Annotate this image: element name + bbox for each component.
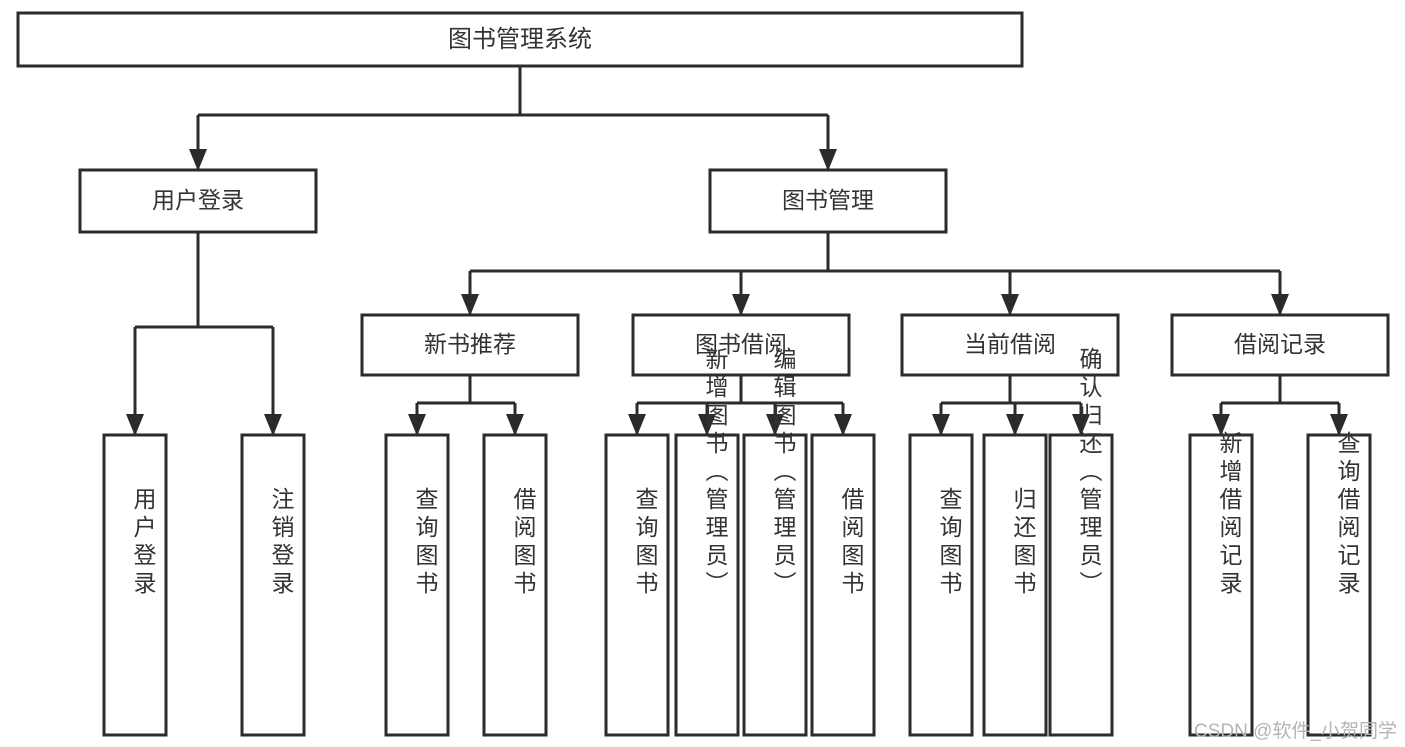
node-book-manage[interactable]: 图书管理 [708,168,948,234]
connector-group-user-login [126,232,282,436]
arrow-head-icon [819,149,837,171]
node-leaf-query-book-cur[interactable]: 查询图书 [908,433,974,737]
arrow-head-icon [628,414,646,436]
arrow-head-icon [264,414,282,436]
arrow-head-icon [408,414,426,436]
node-box [78,168,318,234]
arrow-head-icon [1001,294,1019,316]
node-box [1188,433,1254,737]
node-label: 注销登录 [268,487,295,599]
arrow-head-icon [1330,414,1348,436]
arrow-head-icon [766,414,784,436]
node-box [674,433,740,737]
node-label: 当前借阅 [964,331,1056,357]
arrow-head-icon [834,414,852,436]
node-label: 图书管理系统 [448,26,592,53]
node-leaf-borrow-book-rec[interactable]: 借阅图书 [482,433,548,737]
node-label: 新增图书（管理员） [702,347,729,599]
node-leaf-edit-book[interactable]: 编辑图书（管理员） [742,347,808,737]
connector-group-current-borrow [932,375,1090,436]
node-box [1306,433,1372,737]
arrow-head-icon [732,294,750,316]
node-box [631,313,851,377]
node-label: 用户登录 [130,487,157,599]
node-box [360,313,580,377]
node-box [982,433,1048,737]
connector-group-borrow-record [1212,375,1348,436]
node-borrow-record[interactable]: 借阅记录 [1170,313,1390,377]
arrow-head-icon [1271,294,1289,316]
node-leaf-add-record[interactable]: 新增借阅记录 [1188,431,1254,737]
connector-group-root [189,66,837,171]
node-label: 查询图书 [632,487,659,599]
arrow-head-icon [189,149,207,171]
node-label: 归还图书 [1010,487,1037,599]
node-leaf-add-book[interactable]: 新增图书（管理员） [674,347,740,737]
node-leaf-user-login[interactable]: 用户登录 [102,433,168,737]
arrow-head-icon [1212,414,1230,436]
node-box [102,433,168,737]
node-box [384,433,450,737]
node-label: 图书管理 [782,187,874,213]
node-box [742,433,808,737]
arrow-head-icon [698,414,716,436]
arrow-head-icon [506,414,524,436]
node-label: 新增借阅记录 [1216,431,1243,599]
node-box [708,168,948,234]
node-leaf-borrow-book[interactable]: 借阅图书 [810,433,876,737]
node-leaf-query-book-rec[interactable]: 查询图书 [384,433,450,737]
connector-group-new-book-rec [408,375,524,436]
node-label: 查询图书 [412,487,439,599]
node-leaf-query-record[interactable]: 查询借阅记录 [1306,431,1372,737]
node-box [900,313,1120,377]
node-box [16,11,1024,68]
arrow-head-icon [1006,414,1024,436]
node-user-login[interactable]: 用户登录 [78,168,318,234]
connector-group-book-borrow [628,375,852,436]
node-box [240,433,306,737]
node-label: 确认归还（管理员） [1076,347,1103,599]
connector-layer [126,66,1348,436]
node-box [908,433,974,737]
node-layer: 图书管理系统用户登录图书管理新书推荐图书借阅当前借阅借阅记录用户登录注销登录查询… [16,11,1390,737]
node-label: 新书推荐 [424,331,516,357]
node-label: 查询图书 [936,487,963,599]
node-label: 借阅图书 [838,487,865,599]
node-label: 图书借阅 [695,331,787,357]
node-label: 用户登录 [152,187,244,213]
arrow-head-icon [932,414,950,436]
node-book-borrow[interactable]: 图书借阅 [631,313,851,377]
node-label: 编辑图书（管理员） [770,347,797,599]
node-box [810,433,876,737]
node-current-borrow[interactable]: 当前借阅 [900,313,1120,377]
connector-group-book-manage [461,232,1289,316]
node-label: 借阅图书 [510,487,537,599]
node-leaf-confirm-return[interactable]: 确认归还（管理员） [1048,347,1114,737]
node-box [604,433,670,737]
node-label: 借阅记录 [1234,331,1326,357]
arrow-head-icon [126,414,144,436]
node-label: 查询借阅记录 [1334,431,1361,599]
arrow-head-icon [461,294,479,316]
node-box [1048,433,1114,737]
node-leaf-return-book[interactable]: 归还图书 [982,433,1048,737]
node-box [1170,313,1390,377]
node-root[interactable]: 图书管理系统 [16,11,1024,68]
node-leaf-user-logout[interactable]: 注销登录 [240,433,306,737]
node-leaf-query-book-borrow[interactable]: 查询图书 [604,433,670,737]
arrow-head-icon [1072,414,1090,436]
node-box [482,433,548,737]
node-new-book-rec[interactable]: 新书推荐 [360,313,580,377]
